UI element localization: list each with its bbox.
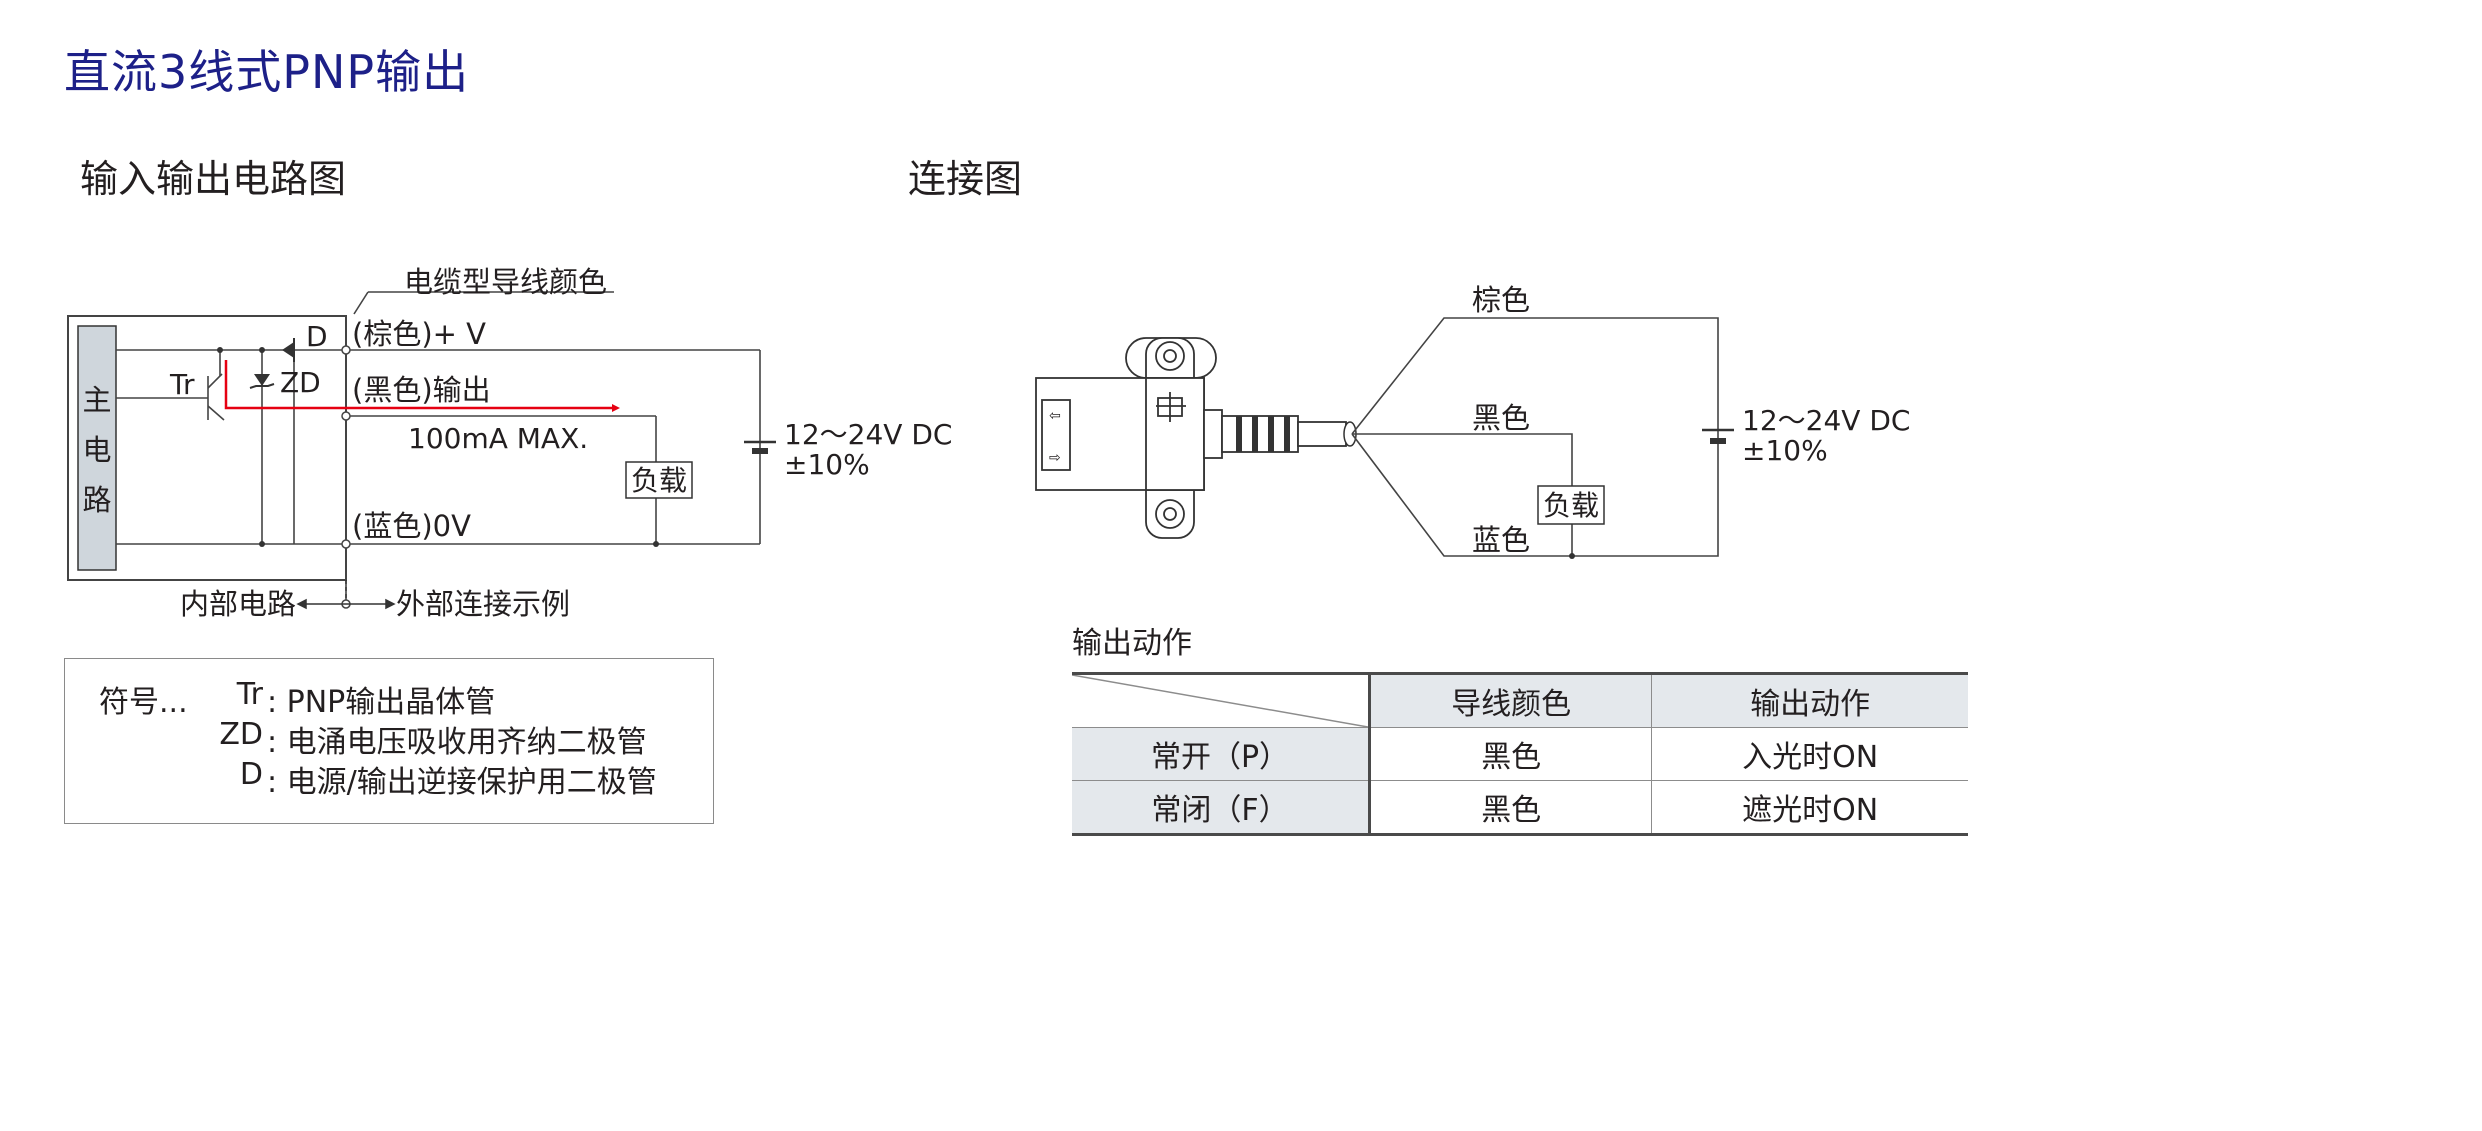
wire-brown-label: 棕色 [1472, 283, 1530, 317]
connection-supply-label: 12～24V DC [1742, 404, 1910, 437]
black-output-label: (黑色)输出 [352, 373, 491, 407]
legend-desc-d: : 电源/输出逆接保护用二极管 [267, 765, 657, 800]
header-output-action: 输出动作 [1651, 672, 1968, 728]
page-title: 直流3线式PNP输出 [64, 45, 470, 99]
legend-prefix: 符号... [99, 685, 188, 720]
table-row: 常闭（F） 黑色 遮光时ON [1072, 780, 1968, 836]
cable-color-label: 电缆型导线颜色 [404, 265, 607, 299]
max-current-label: 100mA MAX. [408, 422, 588, 455]
tr-label: Tr [169, 368, 195, 401]
load-label: 负载 [631, 464, 687, 497]
external-connection-label: 外部连接示例 [396, 587, 570, 621]
sensor-body-icon [1035, 337, 1347, 539]
wire-black-label: 黑色 [1472, 401, 1530, 435]
connection-battery-icon [1702, 428, 1734, 444]
table-corner-cell [1072, 672, 1371, 728]
legend-desc-zd: : 电涌电压吸收用齐纳二极管 [267, 725, 647, 760]
legend-symbol-zd: ZD [219, 717, 263, 752]
supply-voltage-label: 12～24V DC [784, 418, 952, 451]
row-wire-nc: 黑色 [1368, 780, 1652, 836]
legend-symbol-d: D [239, 757, 263, 792]
svg-text:⇦: ⇦ [1049, 408, 1061, 424]
internal-circuit-label: 内部电路 [180, 587, 296, 621]
brown-plus-label: (棕色)+ V [352, 317, 486, 351]
d-label: D [306, 320, 328, 353]
junction-dots [217, 347, 659, 547]
supply-tolerance-label: ±10% [784, 448, 870, 481]
battery-icon [744, 440, 776, 454]
zd-label: ZD [280, 366, 321, 399]
load-box [625, 461, 693, 499]
main-circuit-char-3: 路 [82, 483, 111, 517]
table-row: 常开（P） 黑色 入光时ON [1072, 727, 1968, 781]
row-mode-no: 常开（P） [1072, 727, 1371, 781]
row-action-nc: 遮光时ON [1651, 780, 1968, 836]
connection-load-box [1537, 485, 1605, 525]
connection-tolerance-label: ±10% [1742, 434, 1828, 467]
sensor-ribs: ⇦ ⇨ [1049, 408, 1290, 466]
row-mode-nc: 常闭（F） [1072, 780, 1371, 836]
output-current-path [224, 360, 612, 410]
diode-d-icon [282, 338, 295, 362]
legend-desc-tr: : PNP输出晶体管 [267, 685, 496, 720]
output-action-title: 输出动作 [1072, 626, 1192, 661]
connection-section-title: 连接图 [908, 157, 1023, 201]
connection-wires [1351, 317, 1719, 557]
symbol-legend: 符号... Tr : PNP输出晶体管 ZD : 电涌电压吸收用齐纳二极管 D … [64, 658, 714, 824]
legend-symbol-tr: Tr [236, 677, 263, 712]
circuit-wires [116, 291, 761, 600]
blue-0v-label: (蓝色)0V [352, 509, 471, 543]
svg-text:⇨: ⇨ [1049, 450, 1061, 466]
output-action-table: 导线颜色 输出动作 常开（P） 黑色 入光时ON 常闭（F） 黑色 遮光时ON [1072, 672, 1968, 836]
header-wire-color: 导线颜色 [1368, 672, 1652, 728]
diagonal-line [1072, 675, 1368, 727]
wire-blue-label: 蓝色 [1472, 523, 1530, 557]
connection-load-label: 负载 [1543, 489, 1599, 522]
table-header-row: 导线颜色 输出动作 [1072, 672, 1968, 728]
main-circuit-block [77, 325, 117, 571]
circuit-section-title: 输入输出电路图 [80, 157, 347, 201]
row-wire-no: 黑色 [1368, 727, 1652, 781]
zener-diode-icon [249, 374, 275, 389]
row-action-no: 入光时ON [1651, 727, 1968, 781]
main-circuit-char-1: 主 [82, 383, 111, 417]
main-circuit-char-2: 电 [82, 433, 111, 467]
boundary-arrows [296, 580, 396, 610]
